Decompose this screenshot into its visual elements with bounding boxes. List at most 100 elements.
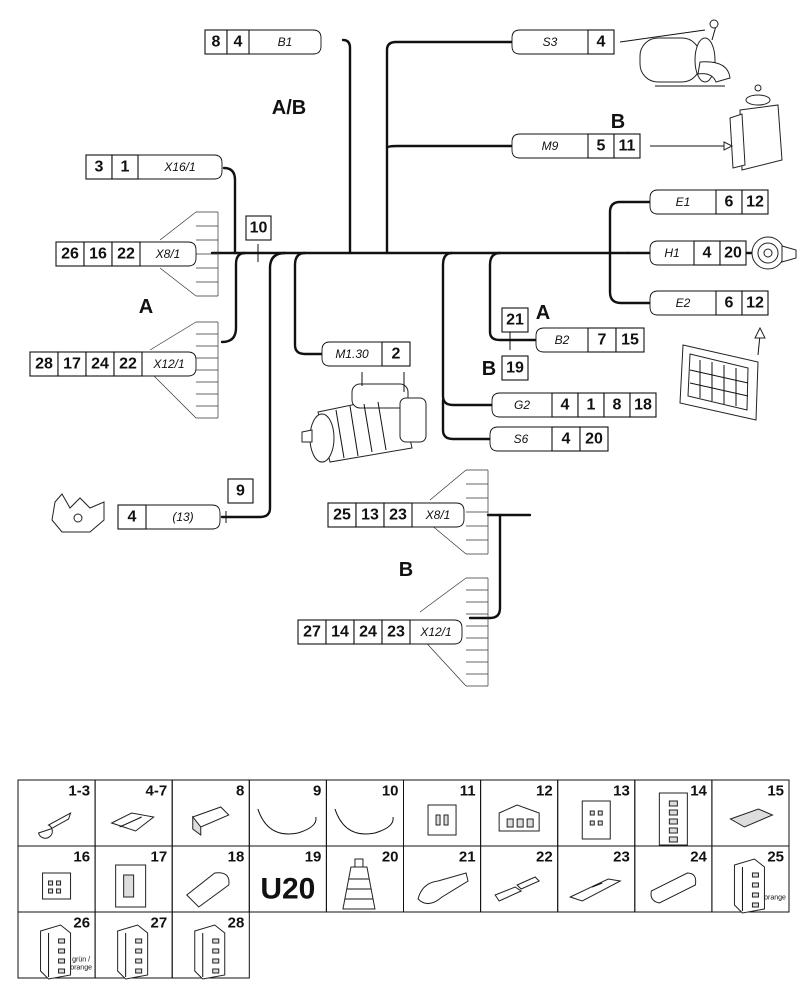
callout-code: S6 bbox=[514, 432, 529, 446]
legend-cell-number: 19 bbox=[305, 849, 322, 866]
callout-number: 6 bbox=[725, 295, 734, 312]
callout-number: 26 bbox=[61, 246, 79, 263]
sealing-plug-icon bbox=[650, 872, 697, 904]
legend-cell-number: 23 bbox=[613, 849, 630, 866]
x16-branch-wire bbox=[222, 166, 237, 255]
legend-cell-number: 15 bbox=[767, 783, 784, 800]
callout-number-box bbox=[579, 426, 609, 452]
callout-number-box bbox=[383, 502, 413, 528]
legend-cell-number: 24 bbox=[690, 849, 707, 866]
callout-number: 12 bbox=[746, 295, 764, 312]
callout-number: 27 bbox=[303, 624, 321, 641]
callout-number: 28 bbox=[35, 356, 53, 373]
marker-21: 21 bbox=[501, 307, 529, 333]
legend-cell-number: 22 bbox=[536, 849, 553, 866]
multi-pin-connector-icon bbox=[658, 792, 688, 846]
callout-s3: S3 4 bbox=[511, 29, 615, 55]
callout-tag bbox=[491, 392, 552, 418]
legend-cell-number: 10 bbox=[382, 783, 399, 800]
callout-tag bbox=[321, 341, 382, 367]
legend-cell-28: 28 bbox=[171, 911, 250, 980]
legend-cell-18: 18 bbox=[171, 845, 250, 913]
callout-code: M9 bbox=[542, 139, 559, 153]
callout-number: 12 bbox=[746, 194, 764, 211]
legend-cell-number: 26 bbox=[73, 915, 90, 932]
contact-carrier-icon bbox=[733, 858, 765, 914]
callout-number: 20 bbox=[585, 431, 603, 448]
callout-number: 24 bbox=[91, 356, 109, 373]
callout-number: 3 bbox=[95, 159, 104, 176]
marker-19-label: 19 bbox=[506, 360, 524, 377]
callout-code: X12/1 bbox=[152, 357, 184, 371]
legend-cell-number: 27 bbox=[151, 915, 168, 932]
callout-number-box bbox=[613, 133, 641, 159]
legend-cell-17: 17 bbox=[94, 845, 173, 913]
s6-branch-wire bbox=[441, 398, 492, 441]
legend-cell-number: 28 bbox=[228, 915, 245, 932]
callout-code: X16/1 bbox=[163, 160, 195, 174]
callout-code: X12/1 bbox=[419, 625, 451, 639]
2-pin-housing-icon bbox=[427, 804, 457, 836]
legend-cell-big-label: U20 bbox=[260, 873, 315, 906]
callout-number-box bbox=[55, 241, 85, 267]
callout-code: B2 bbox=[555, 333, 570, 347]
connector-fans bbox=[149, 211, 489, 687]
callout-number: 2 bbox=[392, 346, 401, 363]
callout-number: 4 bbox=[597, 34, 606, 51]
cable-tie-icon bbox=[334, 808, 394, 835]
callout-number: 8 bbox=[212, 34, 221, 51]
callout-number: 20 bbox=[724, 245, 742, 262]
callout-number: 6 bbox=[725, 194, 734, 211]
contact-carrier-icon bbox=[194, 924, 226, 980]
callout-number: 11 bbox=[619, 138, 636, 155]
callout-number-box bbox=[551, 426, 581, 452]
callout-code: H1 bbox=[664, 246, 679, 260]
b1-branch-wire bbox=[341, 38, 352, 255]
callout-code: B1 bbox=[278, 35, 293, 49]
callout-number: 1 bbox=[587, 397, 596, 414]
callout-code: (13) bbox=[172, 510, 193, 524]
callout-number: 4 bbox=[128, 509, 137, 526]
callout-tag bbox=[649, 290, 716, 316]
callout-number-box bbox=[603, 392, 631, 418]
callout-number-box bbox=[719, 240, 747, 266]
callout-number-box bbox=[117, 504, 147, 530]
flat-terminal-icon bbox=[110, 812, 155, 832]
callout-tag bbox=[511, 133, 588, 159]
callout-code: E1 bbox=[676, 195, 691, 209]
callout-tag bbox=[142, 351, 197, 377]
x12a-branch-wire bbox=[220, 251, 247, 344]
region-label-b-low: B bbox=[399, 559, 413, 581]
legend-cell-27: 27 bbox=[94, 911, 173, 980]
legend-cell-number: 21 bbox=[459, 849, 476, 866]
callout-tag bbox=[140, 241, 197, 267]
callout-number-box bbox=[587, 133, 615, 159]
rubber-boot-icon bbox=[417, 872, 469, 904]
contact-carrier-icon bbox=[40, 924, 72, 980]
region-label-a-mid: A bbox=[536, 302, 550, 324]
callout-number: 22 bbox=[119, 356, 137, 373]
rubber-grommet-icon bbox=[342, 858, 376, 910]
3-pin-housing-icon bbox=[498, 804, 540, 832]
legend-cell-number: 1-3 bbox=[68, 783, 90, 800]
callout-number-box bbox=[327, 502, 357, 528]
callout-number: 4 bbox=[234, 34, 243, 51]
marker-10: 10 bbox=[245, 215, 272, 241]
callout-number: 4 bbox=[562, 431, 571, 448]
callout-code: G2 bbox=[514, 398, 530, 412]
marker-19: 19 bbox=[501, 355, 529, 381]
h1-horn-drawing bbox=[751, 236, 797, 270]
callout-number-box bbox=[111, 154, 139, 180]
legend-cell-21: 21 bbox=[403, 845, 482, 913]
callout-tag bbox=[410, 619, 463, 645]
callout-code: S3 bbox=[543, 35, 558, 49]
